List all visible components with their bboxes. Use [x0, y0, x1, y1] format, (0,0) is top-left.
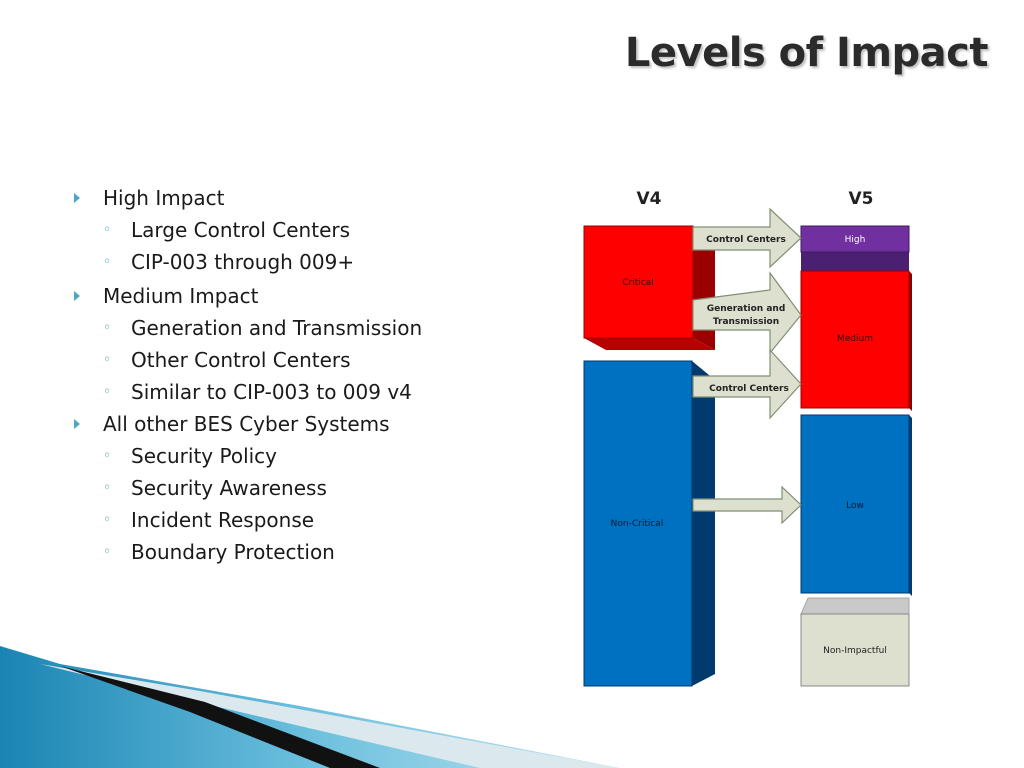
sub-bullet: ◦ Large Control Centers [74, 214, 514, 246]
v5-medium-block: Medium [800, 270, 912, 411]
sub-bullet: ◦ Boundary Protection [74, 536, 514, 568]
circle-bullet-icon: ◦ [103, 544, 112, 560]
critical-label: Critical [622, 278, 653, 288]
circle-bullet-icon: ◦ [103, 222, 112, 238]
page-title: Levels of Impact [624, 30, 989, 76]
sub-bullet: ◦ Other Control Centers [74, 344, 514, 376]
v4-non-critical-block: Non-Critical [583, 360, 715, 687]
circle-bullet-icon: ◦ [103, 512, 112, 528]
triangle-bullet-icon [74, 291, 80, 301]
arrow-control-centers-2: Control Centers [692, 348, 802, 420]
v4-header: V4 [637, 189, 662, 209]
sub-bullet: ◦ Generation and Transmission [74, 312, 514, 344]
gen-trans-label-line1: Generation and [707, 304, 786, 314]
circle-bullet-icon: ◦ [103, 384, 112, 400]
sub-bullet-text: CIP-003 through 009+ [131, 250, 355, 274]
v5-high-block: High [800, 225, 910, 271]
circle-bullet-icon: ◦ [103, 254, 112, 270]
sub-bullet-text: Similar to CIP-003 to 009 v4 [131, 380, 412, 404]
control-centers-label-1: Control Centers [706, 235, 786, 245]
non-critical-label: Non-Critical [611, 519, 664, 529]
bullet-medium-impact: Medium Impact [74, 280, 514, 312]
triangle-bullet-icon [74, 419, 80, 429]
arrow-non-critical-to-low [692, 485, 802, 525]
sub-bullet: ◦ Similar to CIP-003 to 009 v4 [74, 376, 514, 408]
sub-bullet-text: Other Control Centers [131, 348, 351, 372]
sub-bullet-text: Generation and Transmission [131, 316, 423, 340]
v5-low-block: Low [800, 414, 912, 596]
medium-label: Medium [837, 334, 873, 344]
bullet-list: High Impact ◦ Large Control Centers ◦ CIP-… [74, 182, 514, 568]
sub-bullet-text: Security Awareness [131, 476, 327, 500]
bullet-high-impact: High Impact [74, 182, 514, 214]
circle-bullet-icon: ◦ [103, 352, 112, 368]
circle-bullet-icon: ◦ [103, 448, 112, 464]
arrow-generation-transmission: Generation and Transmission [692, 271, 802, 355]
impact-diagram: V4 V5 Critical Non-Critical High Medium … [583, 189, 912, 687]
v5-header: V5 [849, 189, 874, 209]
arrow-control-centers-1: Control Centers [692, 207, 802, 269]
sub-bullet-text: Incident Response [131, 508, 315, 532]
non-impactful-label: Non-Impactful [823, 646, 887, 656]
sub-bullet: ◦ Security Awareness [74, 472, 514, 504]
high-label: High [845, 235, 866, 245]
bullet-text: All other BES Cyber Systems [103, 412, 390, 436]
bullet-text: High Impact [103, 186, 225, 210]
gen-trans-label-line2: Transmission [713, 317, 779, 327]
sub-bullet: ◦ Incident Response [74, 504, 514, 536]
low-label: Low [846, 501, 864, 511]
sub-bullet: ◦ CIP-003 through 009+ [74, 246, 514, 278]
control-centers-label-2: Control Centers [709, 384, 789, 394]
circle-bullet-icon: ◦ [103, 320, 112, 336]
bullet-text: Medium Impact [103, 284, 259, 308]
footer-swoosh [0, 646, 620, 768]
sub-bullet-text: Boundary Protection [131, 540, 335, 564]
sub-bullet-text: Large Control Centers [131, 218, 351, 242]
sub-bullet-text: Security Policy [131, 444, 278, 468]
bullet-other-systems: All other BES Cyber Systems [74, 408, 514, 440]
circle-bullet-icon: ◦ [103, 480, 112, 496]
sub-bullet: ◦ Security Policy [74, 440, 514, 472]
v5-non-impactful-block: Non-Impactful [800, 597, 910, 687]
triangle-bullet-icon [74, 193, 80, 203]
